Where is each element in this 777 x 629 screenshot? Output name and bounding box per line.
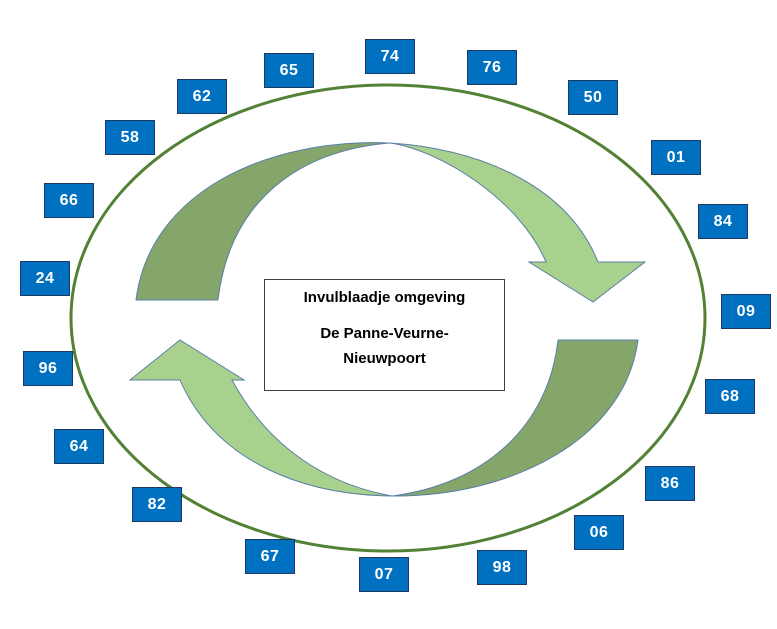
number-box: 68 xyxy=(705,379,755,414)
number-box: 96 xyxy=(23,351,73,386)
number-box: 66 xyxy=(44,183,94,218)
number-box: 82 xyxy=(132,487,182,522)
number-box: 98 xyxy=(477,550,527,585)
outer-ellipse xyxy=(69,83,707,553)
center-subtitle: De Panne-Veurne-Nieuwpoort xyxy=(320,325,449,367)
number-box: 01 xyxy=(651,140,701,175)
number-box: 06 xyxy=(574,515,624,550)
number-box: 50 xyxy=(568,80,618,115)
cycle-arrow-bottom xyxy=(128,339,639,497)
number-box: 07 xyxy=(359,557,409,592)
center-title: Invulblaadje omgeving xyxy=(303,289,466,306)
number-box: 58 xyxy=(105,120,155,155)
cycle-arrow-top xyxy=(135,142,647,303)
number-box: 86 xyxy=(645,466,695,501)
number-box: 62 xyxy=(177,79,227,114)
number-box: 67 xyxy=(245,539,295,574)
number-box: 65 xyxy=(264,53,314,88)
number-box: 64 xyxy=(54,429,104,464)
number-box: 24 xyxy=(20,261,70,296)
number-box: 74 xyxy=(365,39,415,74)
number-box: 76 xyxy=(467,50,517,85)
number-box: 84 xyxy=(698,204,748,239)
center-label-box: Invulblaadje omgeving De Panne-Veurne-Ni… xyxy=(264,279,505,391)
number-box: 09 xyxy=(721,294,771,329)
